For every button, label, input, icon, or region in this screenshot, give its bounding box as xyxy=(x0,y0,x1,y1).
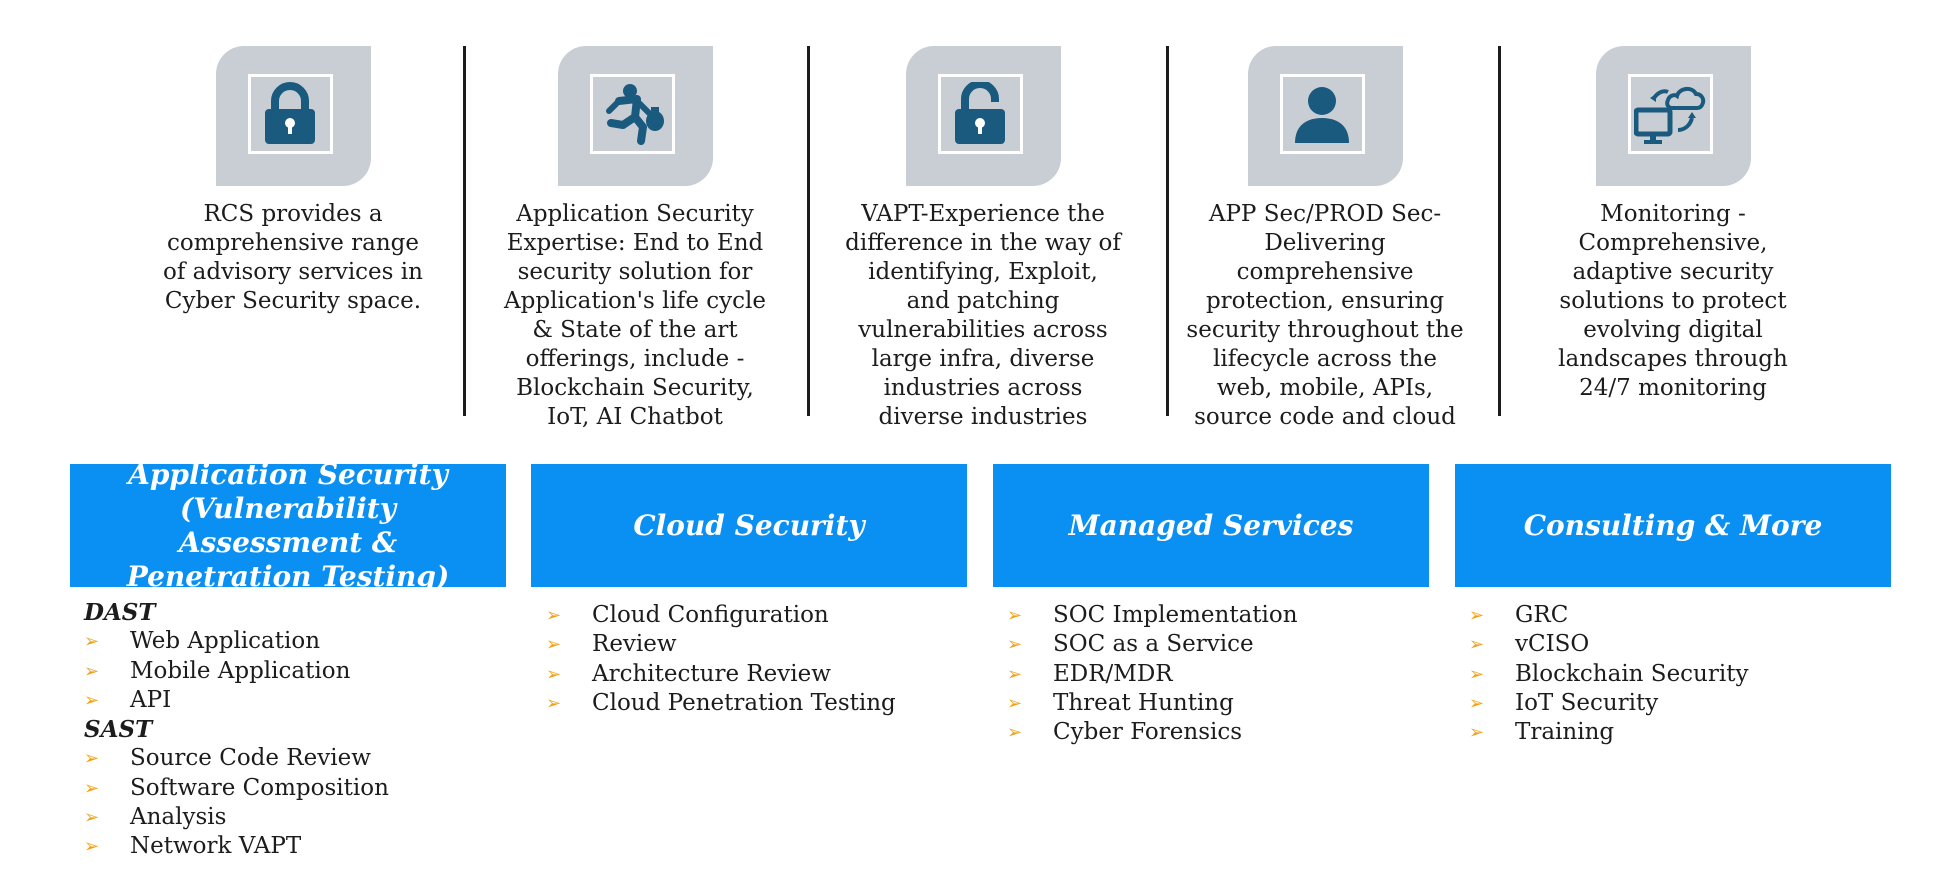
list-item: ➢Blockchain Security xyxy=(1469,660,1889,689)
list-item: ➢Architecture Review xyxy=(546,660,966,689)
cloud-monitor-sync-icon xyxy=(1634,87,1706,144)
feature-vapt: VAPT-Experience the difference in the wa… xyxy=(838,46,1128,432)
arrow-bullet-icon: ➢ xyxy=(1469,663,1485,685)
list-item: ➢Cloud Penetration Testing xyxy=(546,689,966,718)
list-item: ➢Cyber Forensics xyxy=(1007,718,1427,747)
arrow-bullet-icon: ➢ xyxy=(546,634,562,656)
icon-tile xyxy=(1595,46,1751,186)
feature-text: APP Sec/PROD Sec- Delivering comprehensi… xyxy=(1186,201,1464,430)
padlock-open-icon xyxy=(955,82,1005,144)
arrow-bullet-icon: ➢ xyxy=(84,689,100,711)
list-item: ➢EDR/MDR xyxy=(1007,660,1427,689)
divider xyxy=(1166,46,1169,416)
category-header-cloud-security: Cloud Security xyxy=(531,464,967,587)
category-header-application-security: Application Security (Vulnerability Asse… xyxy=(70,458,506,593)
feature-text: VAPT-Experience the difference in the wa… xyxy=(845,201,1121,430)
list-item: ➢Source Code Review xyxy=(84,744,504,773)
icon-tile xyxy=(1247,46,1403,186)
category-list-managed-services: ➢SOC Implementation ➢SOC as a Service ➢E… xyxy=(1007,601,1427,747)
list-item: ➢Review xyxy=(546,630,966,659)
list-item: ➢Mobile Application xyxy=(84,657,504,686)
arrow-bullet-icon: ➢ xyxy=(84,777,100,799)
list-item: ➢Web Application xyxy=(84,627,504,656)
list-item: ➢Cloud Configuration xyxy=(546,601,966,630)
arrow-bullet-icon: ➢ xyxy=(84,807,100,829)
arrow-bullet-icon: ➢ xyxy=(84,631,100,653)
list-item: ➢Network VAPT xyxy=(84,832,504,861)
category-header-managed-services: Managed Services xyxy=(993,464,1429,587)
arrow-bullet-icon: ➢ xyxy=(1469,692,1485,714)
list-item: ➢API xyxy=(84,686,504,715)
list-item: ➢vCISO xyxy=(1469,630,1889,659)
list-item: ➢Software Composition xyxy=(84,774,504,803)
list-item: ➢Training xyxy=(1469,718,1889,747)
arrow-bullet-icon: ➢ xyxy=(84,748,100,770)
arrow-bullet-icon: ➢ xyxy=(1007,692,1023,714)
user-icon xyxy=(1295,87,1349,143)
subheading-sast: SAST xyxy=(84,716,153,744)
feature-application-security: Application Security Expertise: End to E… xyxy=(490,46,780,432)
category-list-consulting: ➢GRC ➢vCISO ➢Blockchain Security ➢IoT Se… xyxy=(1469,601,1889,747)
list-item: ➢Analysis xyxy=(84,803,504,832)
arrow-bullet-icon: ➢ xyxy=(1007,634,1023,656)
list-item: ➢SOC as a Service xyxy=(1007,630,1427,659)
list-item: ➢GRC xyxy=(1469,601,1889,630)
divider xyxy=(1498,46,1501,416)
feature-monitoring: Monitoring - Comprehensive, adaptive sec… xyxy=(1528,46,1818,403)
list-item: ➢Threat Hunting xyxy=(1007,689,1427,718)
arrow-bullet-icon: ➢ xyxy=(546,605,562,626)
icon-tile xyxy=(557,46,713,186)
icon-tile xyxy=(215,46,371,186)
arrow-bullet-icon: ➢ xyxy=(1007,663,1023,685)
category-header-consulting: Consulting & More xyxy=(1455,464,1891,587)
feature-text: Monitoring - Comprehensive, adaptive sec… xyxy=(1558,201,1788,401)
arrow-bullet-icon: ➢ xyxy=(1007,722,1023,744)
category-list-application-security: DAST ➢Web Application ➢Mobile Applicatio… xyxy=(84,598,504,862)
feature-text: Application Security Expertise: End to E… xyxy=(504,201,766,430)
padlock-closed-icon xyxy=(265,82,315,144)
running-thief-icon xyxy=(606,84,664,145)
arrow-bullet-icon: ➢ xyxy=(1469,605,1485,626)
arrow-bullet-icon: ➢ xyxy=(1469,634,1485,656)
list-item: ➢SOC Implementation xyxy=(1007,601,1427,630)
arrow-bullet-icon: ➢ xyxy=(546,692,562,714)
feature-text: RCS provides a comprehensive range of ad… xyxy=(163,201,423,314)
arrow-bullet-icon: ➢ xyxy=(1007,605,1023,626)
arrow-bullet-icon: ➢ xyxy=(84,660,100,682)
feature-advisory: RCS provides a comprehensive range of ad… xyxy=(148,46,438,316)
arrow-bullet-icon: ➢ xyxy=(546,663,562,685)
category-list-cloud-security: ➢Cloud Configuration ➢Review ➢Architectu… xyxy=(546,601,966,718)
divider xyxy=(807,46,810,416)
list-item: ➢IoT Security xyxy=(1469,689,1889,718)
feature-appsec-prodsec: APP Sec/PROD Sec- Delivering comprehensi… xyxy=(1180,46,1470,432)
divider xyxy=(463,46,466,416)
icon-tile xyxy=(905,46,1061,186)
arrow-bullet-icon: ➢ xyxy=(84,836,100,858)
arrow-bullet-icon: ➢ xyxy=(1469,722,1485,744)
subheading-dast: DAST xyxy=(84,599,156,626)
